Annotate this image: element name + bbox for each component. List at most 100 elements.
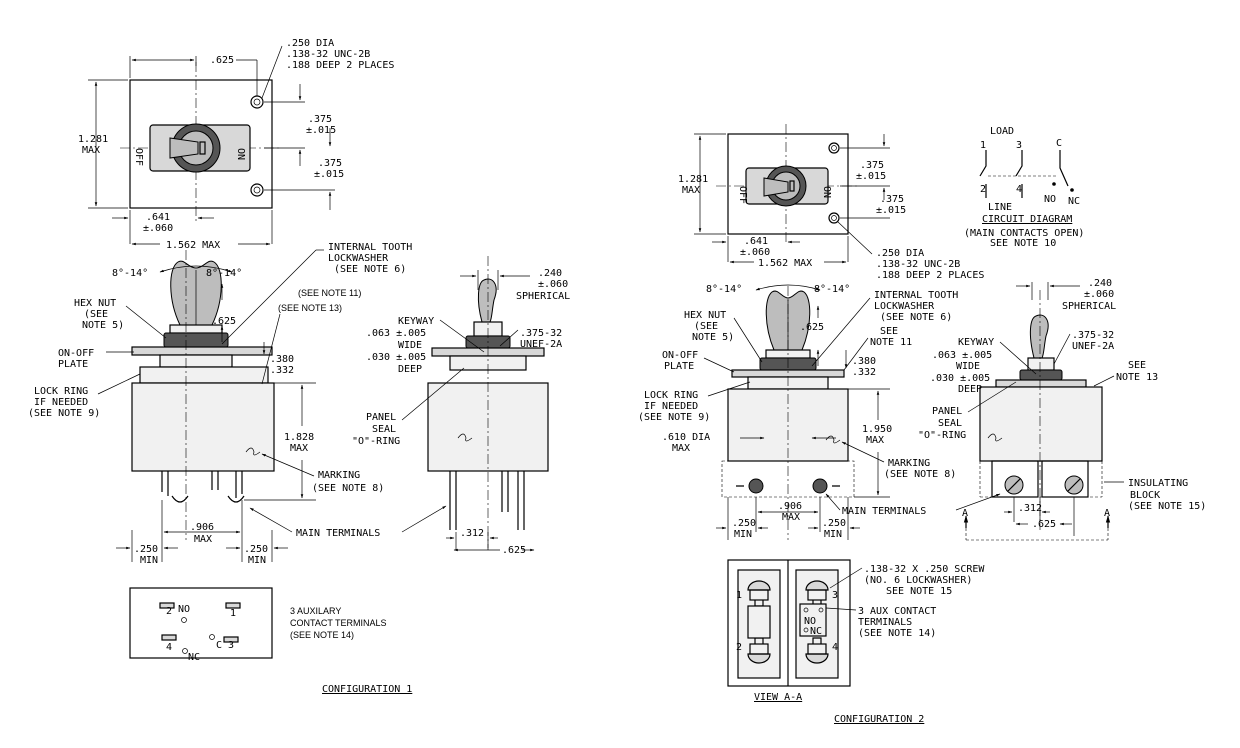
body-height-max: MAX bbox=[290, 443, 308, 454]
keyway-3: WIDE bbox=[398, 340, 422, 351]
lockwasher-2: LOCKWASHER bbox=[328, 253, 389, 264]
screw-note-2: (NO. 6 LOCKWASHER) bbox=[864, 575, 972, 586]
config1-side-view bbox=[427, 256, 549, 548]
config2-top-view bbox=[716, 124, 858, 244]
lockwasher-3: (SEE NOTE 6) bbox=[334, 264, 406, 275]
circuit-load: LOAD bbox=[990, 126, 1014, 137]
lock-ring-3: (SEE NOTE 9) bbox=[28, 408, 100, 419]
c2-dim-375b-1: .375 bbox=[880, 194, 904, 205]
c2-insulating-1: INSULATING bbox=[1128, 478, 1188, 489]
c2-dim-375b-2: ±.015 bbox=[876, 205, 906, 216]
width-1562: 1.562 MAX bbox=[166, 240, 220, 251]
circuit-no: NO bbox=[1044, 194, 1056, 205]
config2-side-dims: .240 ±.060 SPHERICAL KEYWAY .063 ±.005 W… bbox=[918, 278, 1206, 541]
thread-1: .375-32 bbox=[520, 328, 562, 339]
thread-2: UNEF-2A bbox=[520, 339, 562, 350]
c2-side-top-2: ±.060 bbox=[1084, 289, 1114, 300]
section-a-left: A bbox=[962, 508, 968, 519]
view-aa-caption: VIEW A-A bbox=[754, 692, 802, 703]
c2-min-right-250: .250 bbox=[822, 518, 846, 529]
term-spacing-max: MAX bbox=[194, 534, 212, 545]
c2-dim-380: .380 bbox=[852, 356, 876, 367]
c2-main-terminals: MAIN TERMINALS bbox=[842, 506, 926, 517]
section-a-right: A bbox=[1104, 508, 1110, 519]
c2-dia-610-1: .610 DIA bbox=[662, 432, 710, 443]
dim-641-1: .641 bbox=[146, 212, 170, 223]
c2-on-off-plate-1: ON-OFF bbox=[662, 350, 698, 361]
c2-see-note11-2: NOTE 11 bbox=[870, 337, 912, 348]
aux-no: NO bbox=[178, 604, 190, 615]
circuit-3: 3 bbox=[1016, 140, 1022, 151]
aux-1: 1 bbox=[230, 608, 236, 619]
c2-hole-note-3: .188 DEEP 2 PLACES bbox=[876, 270, 984, 281]
keyway-1: KEYWAY bbox=[398, 316, 434, 327]
circuit-c: C bbox=[1056, 138, 1062, 149]
dim-380: .380 bbox=[270, 354, 294, 365]
on-off-plate-2: PLATE bbox=[58, 359, 88, 370]
keyway-4: .030 ±.005 bbox=[366, 352, 426, 363]
config1-aux-terminals: 2 NO 1 4 NC C 3 3 AUXILARY CONTACT TERMI… bbox=[129, 587, 387, 663]
c2-aux-note-1: 3 AUX CONTACT bbox=[858, 606, 936, 617]
dim-625-top: .625 bbox=[210, 55, 234, 66]
dim-641-2: ±.060 bbox=[143, 223, 173, 234]
side-top-1: .240 bbox=[538, 268, 562, 279]
c2-lockwasher-3: (SEE NOTE 6) bbox=[880, 312, 952, 323]
config1-front-view bbox=[131, 250, 275, 540]
c2-side-312: .312 bbox=[1018, 503, 1042, 514]
c2-aux-note-2: TERMINALS bbox=[858, 617, 912, 628]
c2-lock-ring-2: IF NEEDED bbox=[644, 401, 698, 412]
min-left-min: MIN bbox=[140, 555, 158, 566]
c2-panel-seal-1: PANEL bbox=[932, 406, 962, 417]
c2-lock-ring-3: (SEE NOTE 9) bbox=[638, 412, 710, 423]
c2-dim-641-1: .641 bbox=[744, 236, 768, 247]
c2-hex-nut-2: (SEE bbox=[694, 321, 718, 332]
circuit-title: CIRCUIT DIAGRAM bbox=[982, 214, 1072, 225]
keyway-2: .063 ±.005 bbox=[366, 328, 426, 339]
marking-2: (SEE NOTE 8) bbox=[312, 483, 384, 494]
c2-term-max: MAX bbox=[782, 512, 800, 523]
body-height-1828: 1.828 bbox=[284, 432, 314, 443]
label-on: ON bbox=[235, 148, 246, 160]
c2-keyway-5: DEEP bbox=[958, 384, 982, 395]
side-625: .625 bbox=[502, 545, 526, 556]
c2-aux-note-3: (SEE NOTE 14) bbox=[858, 628, 936, 639]
min-right-min: MIN bbox=[248, 555, 266, 566]
c2-lockwasher-2: LOCKWASHER bbox=[874, 301, 935, 312]
aux-note-2: CONTACT TERMINALS bbox=[290, 618, 387, 628]
view-no: NO bbox=[804, 616, 816, 627]
term-spacing-906: .906 bbox=[190, 522, 214, 533]
c2-side-top-1: .240 bbox=[1088, 278, 1112, 289]
view-1: 1 bbox=[736, 590, 742, 601]
c2-on-off-plate-2: PLATE bbox=[664, 361, 694, 372]
hole-note-line1: .250 DIA bbox=[286, 38, 334, 49]
c2-lock-ring-1: LOCK RING bbox=[644, 390, 698, 401]
aux-c: C bbox=[216, 640, 222, 651]
on-off-plate-1: ON-OFF bbox=[58, 348, 94, 359]
aux-3: 3 bbox=[228, 640, 234, 651]
config2-top-dims: 1.281 MAX OFF ON .375 ±.015 .375 ±.015 .… bbox=[678, 133, 984, 281]
aux-note-3: (SEE NOTE 14) bbox=[290, 630, 354, 640]
c2-height-max: MAX bbox=[682, 185, 700, 196]
label-off: OFF bbox=[133, 148, 144, 166]
c2-hex-nut-3: NOTE 5) bbox=[692, 332, 734, 343]
c2-insulating-2: BLOCK bbox=[1130, 490, 1160, 501]
min-left-250: .250 bbox=[134, 544, 158, 555]
view-2: 2 bbox=[736, 642, 742, 653]
config1-side-dims: .240 ±.060 SPHERICAL KEYWAY .063 ±.005 W… bbox=[352, 268, 570, 556]
c2-width-1562: 1.562 MAX bbox=[758, 258, 812, 269]
c2-dim-375a-1: .375 bbox=[860, 160, 884, 171]
c2-min-left-min: MIN bbox=[734, 529, 752, 540]
hole-note-line3: .188 DEEP 2 PLACES bbox=[286, 60, 394, 71]
aux-2: 2 bbox=[166, 606, 172, 617]
min-right-250: .250 bbox=[244, 544, 268, 555]
screw-note-3: SEE NOTE 15 bbox=[886, 586, 952, 597]
keyway-5: DEEP bbox=[398, 364, 422, 375]
c2-dim-375a-2: ±.015 bbox=[856, 171, 886, 182]
see-note-11: (SEE NOTE 11) bbox=[298, 288, 361, 298]
c2-side-625: .625 bbox=[1032, 519, 1056, 530]
dim-375a-2: ±.015 bbox=[306, 125, 336, 136]
c2-marking-1: MARKING bbox=[888, 458, 930, 469]
screw-note-1: .138-32 X .250 SCREW bbox=[864, 564, 985, 575]
c2-lever-625: .625 bbox=[800, 322, 824, 333]
c2-panel-seal-3: "O"-RING bbox=[918, 430, 966, 441]
